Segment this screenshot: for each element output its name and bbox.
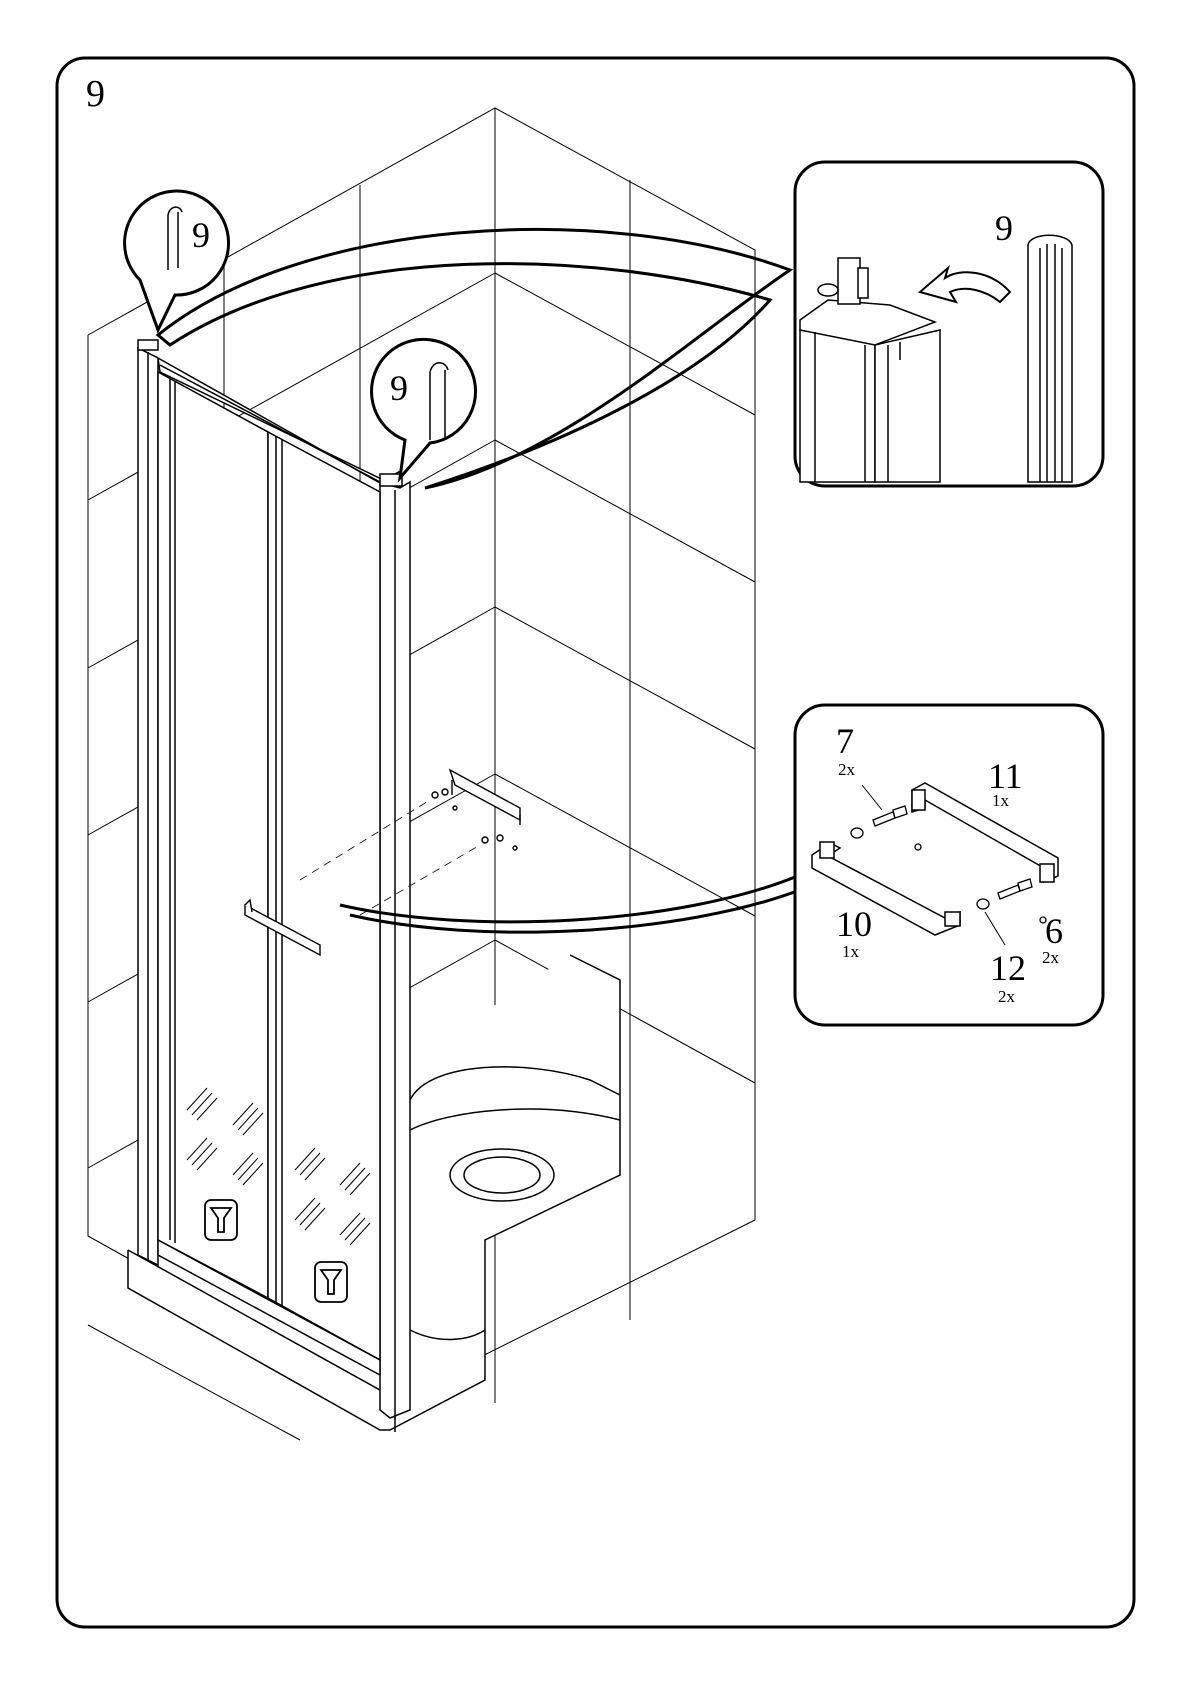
profile-detail-label: 9 bbox=[995, 208, 1013, 248]
corner-detail-callout-left: 9 bbox=[125, 191, 229, 330]
towel-bar-parts-box: 7 2x 11 1x 10 1x 6 2x 12 2x bbox=[795, 705, 1103, 1025]
shower-enclosure bbox=[138, 340, 410, 1418]
part-10-number: 10 bbox=[836, 904, 872, 944]
part-11-quantity: 1x bbox=[992, 791, 1010, 810]
part-10-quantity: 1x bbox=[842, 942, 860, 961]
corner-left-label: 9 bbox=[192, 215, 210, 255]
part-12-quantity: 2x bbox=[998, 987, 1016, 1006]
corner-detail-callout-center: 9 bbox=[372, 339, 476, 478]
corner-center-label: 9 bbox=[390, 368, 408, 408]
part-7-number: 7 bbox=[836, 721, 854, 761]
part-7-quantity: 2x bbox=[838, 760, 856, 779]
part-12-number: 12 bbox=[990, 948, 1026, 988]
part-11-number: 11 bbox=[988, 756, 1023, 796]
part-6-quantity: 2x bbox=[1042, 948, 1060, 967]
step-number: 9 bbox=[86, 73, 105, 115]
profile-detail-box: 9 bbox=[795, 162, 1103, 486]
part-6-number: 6 bbox=[1045, 911, 1063, 951]
